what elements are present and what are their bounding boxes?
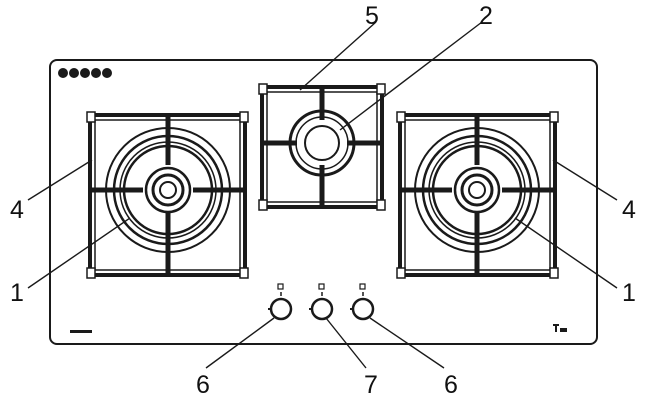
leader-line-4-right (552, 159, 618, 201)
callout-6-left: 6 (196, 371, 210, 399)
leader-line-2 (339, 21, 483, 131)
right-burner-ring (414, 127, 540, 253)
callout-2: 2 (479, 2, 493, 30)
callout-4-right: 4 (622, 196, 636, 224)
callout-6-right: 6 (444, 371, 458, 399)
leader-line-4-left (27, 159, 93, 201)
leader-lines (27, 21, 618, 369)
center-burner-ring (288, 109, 356, 177)
right-pan-support (396, 111, 559, 279)
callout-1-left: 1 (10, 279, 24, 307)
brand-logo-icon (553, 324, 567, 332)
leader-line-6-left (205, 317, 275, 369)
leader-line-1-right (514, 217, 618, 289)
hob-glass-plate (49, 59, 598, 345)
left-burner-ring (105, 127, 231, 253)
right-knob[interactable] (350, 283, 375, 321)
center-knob[interactable] (309, 283, 334, 321)
center-burner (258, 83, 386, 211)
model-mark-icon (70, 330, 92, 333)
left-knob[interactable] (268, 283, 293, 321)
callout-7: 7 (364, 371, 378, 399)
callout-5: 5 (365, 2, 379, 30)
leader-line-7 (325, 317, 367, 369)
callout-4-left: 4 (10, 196, 24, 224)
left-burner (86, 111, 249, 279)
leader-line-5 (299, 21, 377, 91)
leader-line-1-left (27, 217, 131, 289)
right-burner (396, 111, 559, 279)
callout-1-right: 1 (622, 279, 636, 307)
center-pan-support (258, 83, 386, 211)
control-indicator-row-icon (58, 68, 112, 78)
leader-line-6-right (369, 317, 445, 369)
